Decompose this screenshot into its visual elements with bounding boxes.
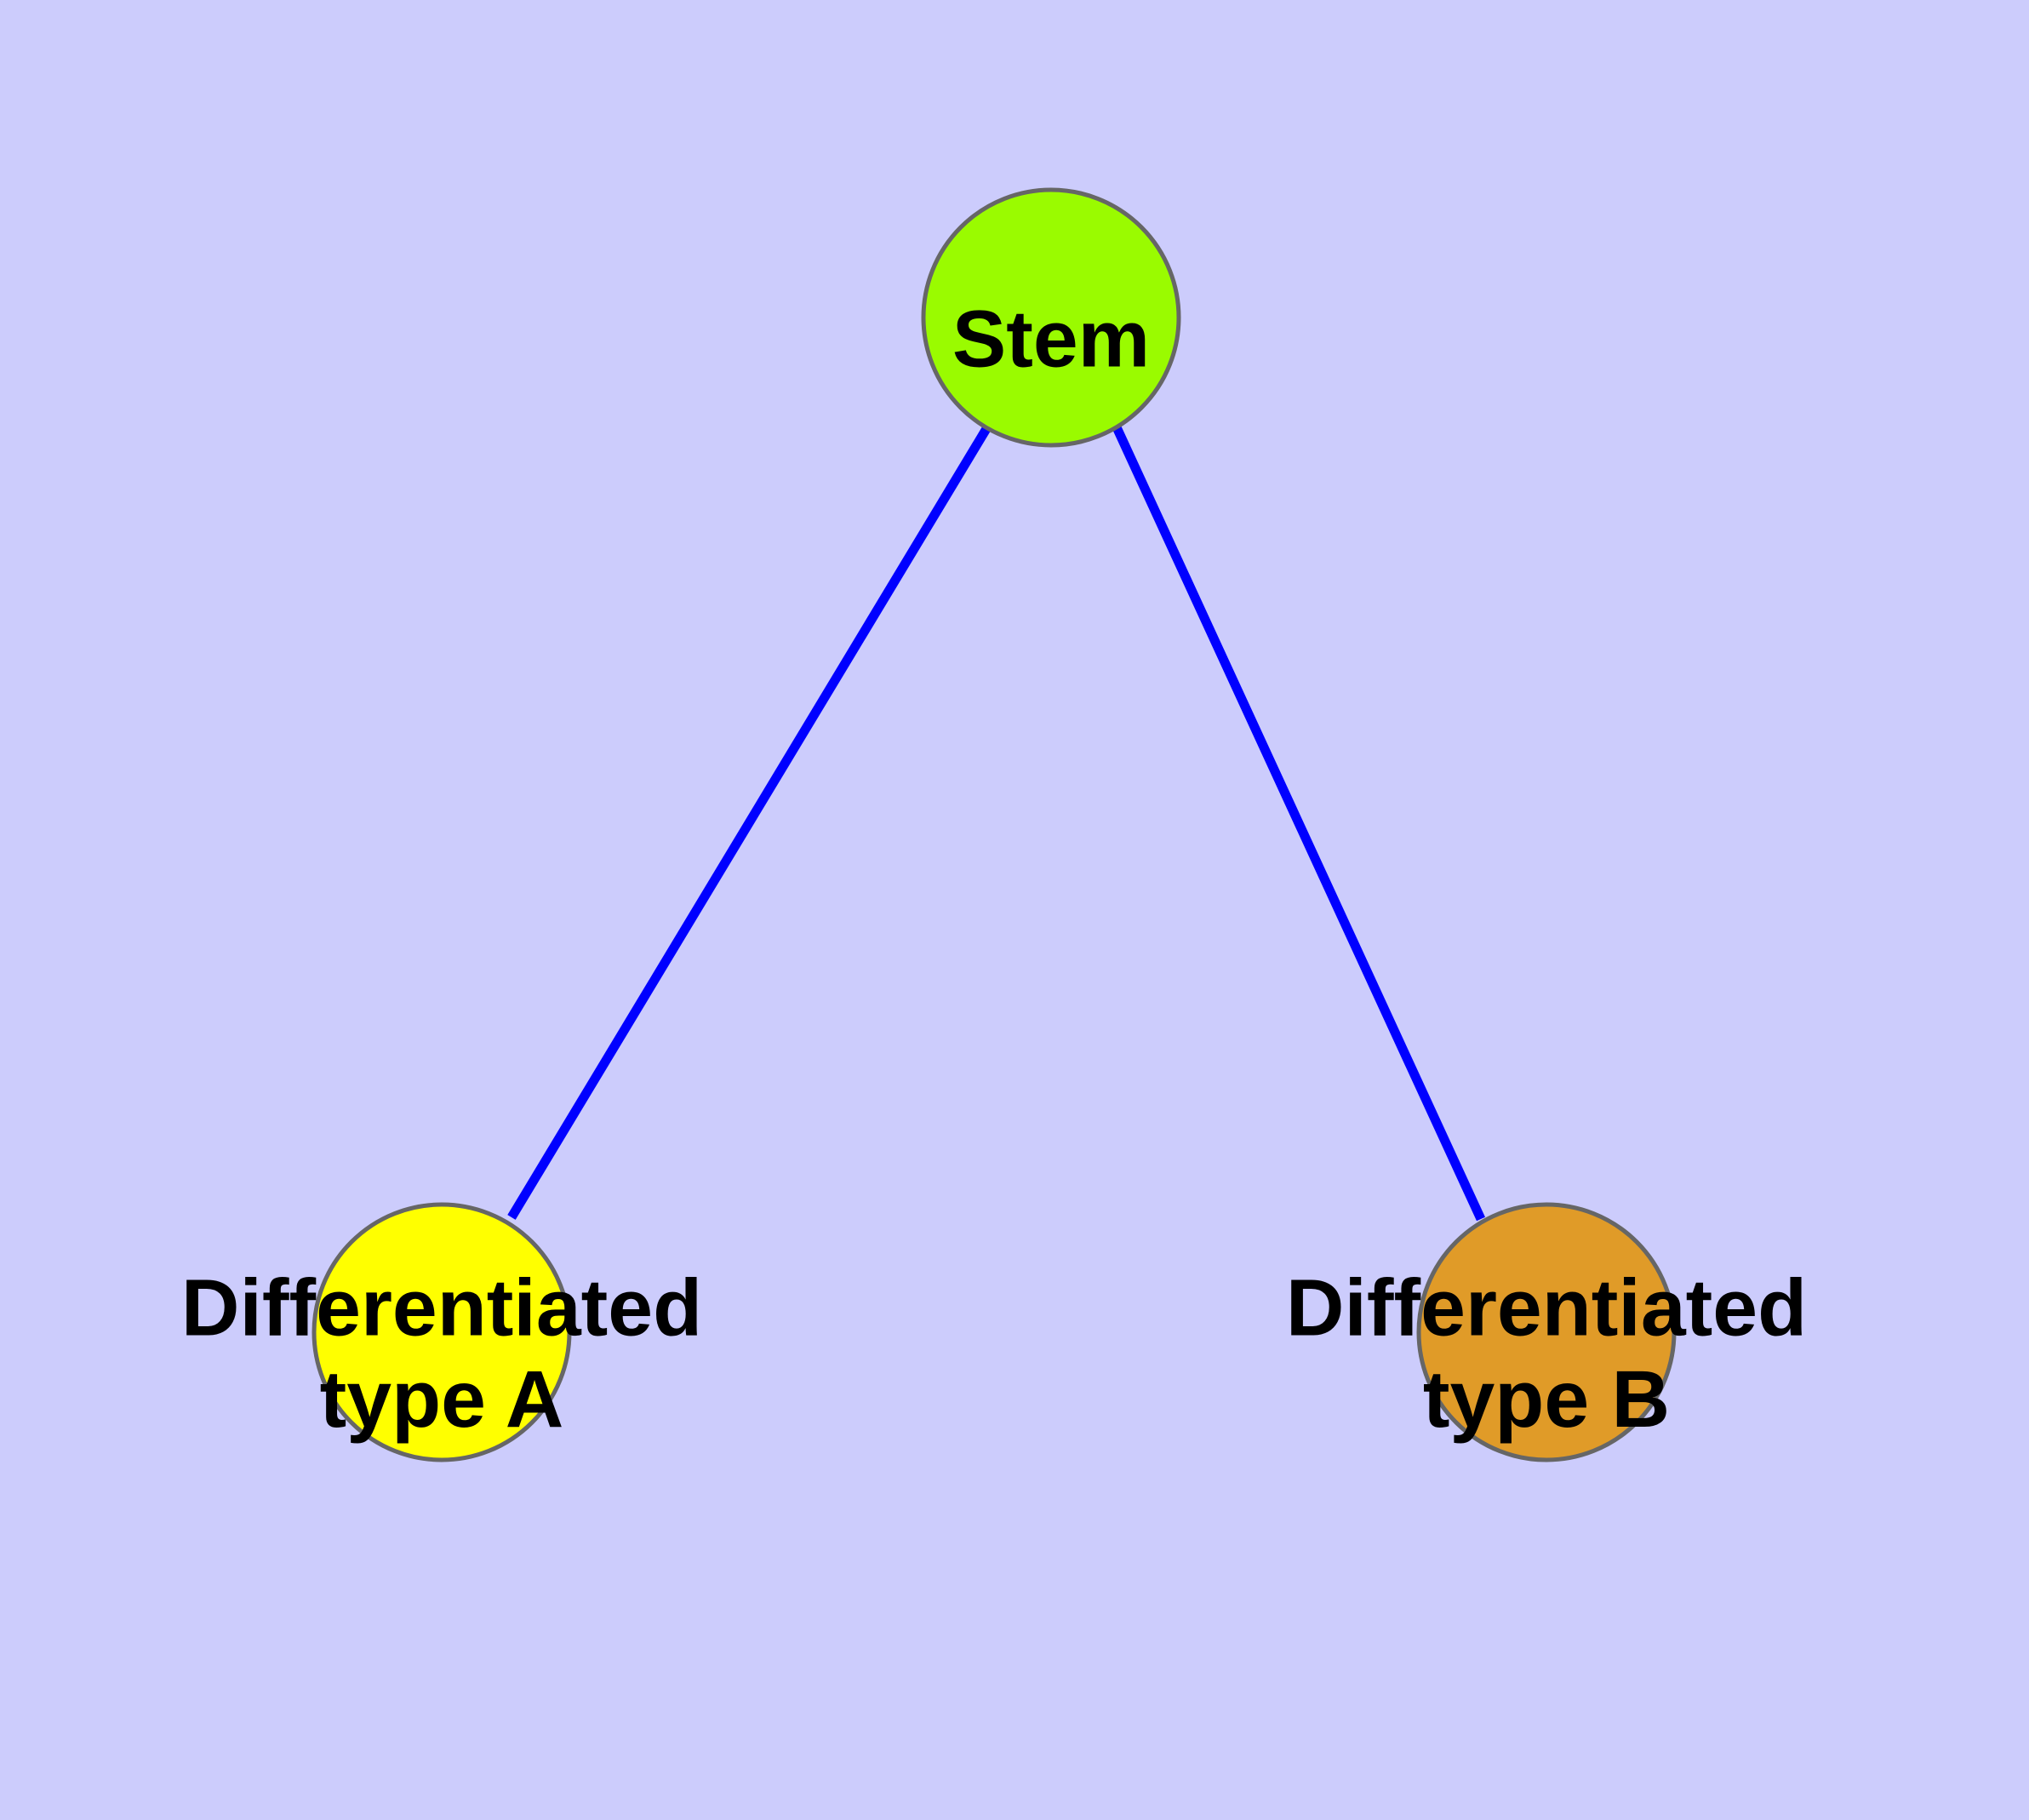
graph-node-diff-a[interactable] (311, 1202, 572, 1462)
graph-node-label-line: Differentiated (1286, 1263, 1807, 1354)
graph-node-diff-b[interactable] (1416, 1202, 1677, 1462)
graph-edge-stem-to-diff-b (1112, 425, 1485, 1222)
graph-node-stem[interactable] (921, 187, 1181, 448)
graph-node-label-line: type B (1423, 1354, 1670, 1445)
edges-group (507, 425, 1485, 1222)
nodes-group (311, 187, 1677, 1462)
graph-node-label-line: Stem (952, 294, 1150, 384)
graph-node-label-line: Differentiated (181, 1263, 702, 1354)
graph-edge-stem-to-diff-a (507, 425, 992, 1220)
graph-node-label-line: type A (320, 1354, 564, 1445)
graph-node-label-stem: Stem (952, 294, 1150, 384)
